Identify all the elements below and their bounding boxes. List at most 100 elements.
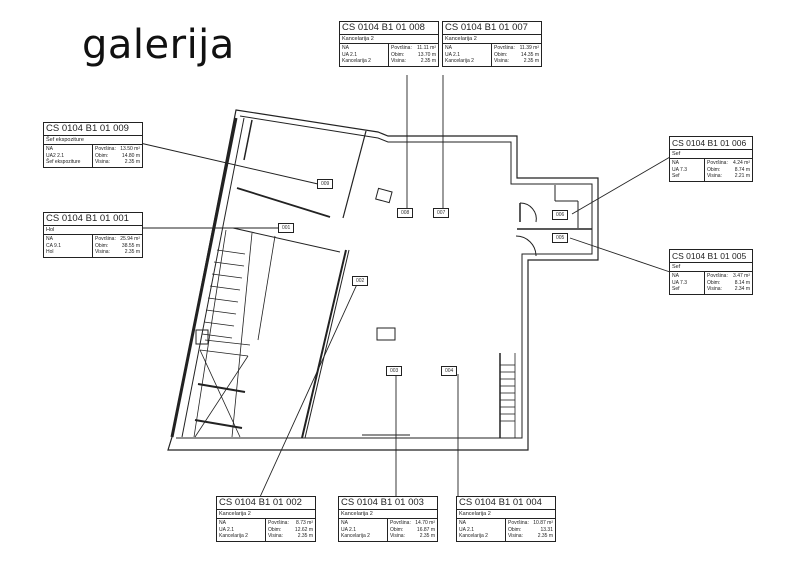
- l1-text: NA: [219, 520, 226, 526]
- obim-text: Obim:: [707, 166, 721, 173]
- obim-text: Obim:: [390, 526, 404, 533]
- perimeter-text: 38.55 m: [121, 242, 140, 249]
- perimeter-text: 14.80 m: [121, 152, 140, 159]
- visina-text: Visina:: [95, 249, 110, 255]
- l1-text: NA: [459, 520, 466, 526]
- povrsina-text: Površina:: [95, 236, 116, 242]
- room-tag-005: 005: [552, 233, 569, 243]
- l3-text: Kancelarija 2: [459, 533, 488, 539]
- area-text: 13.50 m²: [120, 146, 140, 152]
- obim-text: Obim:: [508, 526, 522, 533]
- name-text: Kancelarija 2: [217, 510, 315, 519]
- obim-text: Obim:: [707, 279, 721, 286]
- name-text: Šef ekspoziture: [44, 136, 142, 145]
- height-text: 2.35 m: [420, 58, 436, 64]
- visina-text: Visina:: [391, 58, 406, 64]
- povrsina-text: Površina:: [707, 273, 728, 279]
- obim-text: Obim:: [95, 242, 109, 249]
- l1-text: NA: [46, 236, 53, 242]
- obim-text: Obim:: [391, 51, 405, 58]
- l2-text: UA2 2.1: [46, 152, 65, 159]
- l1-text: NA: [342, 45, 349, 51]
- area-text: 14.70 m²: [415, 520, 435, 526]
- obim-text: Obim:: [494, 51, 508, 58]
- visina-text: Visina:: [95, 159, 110, 165]
- visina-text: Visina:: [494, 58, 509, 64]
- povrsina-text: Površina:: [268, 520, 289, 526]
- l3-text: Kancelarija 2: [341, 533, 370, 539]
- area-text: 11.11 m²: [417, 45, 436, 51]
- visina-text: Visina:: [707, 286, 722, 292]
- l3-text: Kancelarija 2: [219, 533, 248, 539]
- povrsina-text: Površina:: [508, 520, 529, 526]
- perimeter-text: 8.14 m: [734, 279, 750, 286]
- page-title: galerija: [82, 22, 235, 68]
- area-text: 10.87 m²: [533, 520, 553, 526]
- height-text: 2.35 m: [419, 533, 435, 539]
- room-tag-009: 009: [317, 179, 334, 189]
- povrsina-text: Površina:: [494, 45, 515, 51]
- name-text: Sef: [670, 263, 752, 272]
- code-text: CS 0104 B1 01 002: [217, 497, 315, 510]
- obim-text: Obim:: [95, 152, 109, 159]
- room-tag-006: 006: [552, 210, 569, 220]
- room-tag-001: 001: [278, 223, 295, 233]
- height-text: 2.34 m: [734, 286, 750, 292]
- visina-text: Visina:: [707, 173, 722, 179]
- obim-text: Obim:: [268, 526, 282, 533]
- area-text: 8.73 m²: [296, 520, 313, 526]
- l1-text: NA: [672, 273, 679, 279]
- room-tag-007: 007: [433, 208, 450, 218]
- visina-text: Visina:: [390, 533, 405, 539]
- l1-text: NA: [672, 160, 679, 166]
- code-text: CS 0104 B1 01 006: [670, 137, 752, 150]
- name-text: Sef: [670, 150, 752, 159]
- height-text: 2.35 m: [297, 533, 313, 539]
- l2-text: UA 7.3: [672, 279, 688, 286]
- code-text: CS 0104 B1 01 007: [443, 22, 541, 35]
- area-text: 4.24 m²: [733, 160, 750, 166]
- area-text: 11.39 m²: [519, 45, 539, 51]
- l1-text: NA: [46, 146, 53, 152]
- l2-text: UA 2.1: [445, 51, 461, 58]
- l3-text: Šef ekspoziture: [46, 159, 81, 165]
- povrsina-text: Površina:: [95, 146, 116, 152]
- name-text: Kancelarija 2: [443, 35, 541, 44]
- visina-text: Visina:: [508, 533, 523, 539]
- area-text: 3.47 m²: [733, 273, 750, 279]
- height-text: 2.35 m: [124, 159, 140, 165]
- visina-text: Visina:: [268, 533, 283, 539]
- area-text: 25.94 m²: [120, 236, 140, 242]
- povrsina-text: Površina:: [390, 520, 411, 526]
- l2-text: UA 7.3: [672, 166, 688, 173]
- code-text: CS 0104 B1 01 005: [670, 250, 752, 263]
- povrsina-text: Površina:: [391, 45, 412, 51]
- height-text: 2.35 m: [523, 58, 539, 64]
- l2-text: UA 2.1: [341, 526, 357, 533]
- code-text: CS 0104 B1 01 008: [340, 22, 438, 35]
- l3-text: Sef: [672, 286, 680, 292]
- l2-text: UA 2.1: [459, 526, 475, 533]
- code-text: CS 0104 B1 01 004: [457, 497, 555, 510]
- name-text: Hol: [44, 226, 142, 235]
- perimeter-text: 12.62 m: [294, 526, 313, 533]
- l3-text: Sef: [672, 173, 680, 179]
- height-text: 2.35 m: [537, 533, 553, 539]
- l1-text: NA: [341, 520, 348, 526]
- name-text: Kancelarija 2: [340, 35, 438, 44]
- room-tag-003: 003: [386, 366, 403, 376]
- perimeter-text: 13.31: [540, 526, 553, 533]
- l2-text: UA 2.1: [219, 526, 235, 533]
- l3-text: Kancelarija 2: [342, 58, 371, 64]
- code-text: CS 0104 B1 01 003: [339, 497, 437, 510]
